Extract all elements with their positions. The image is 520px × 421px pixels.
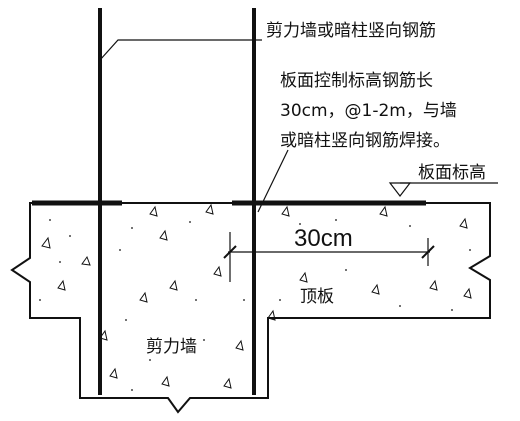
slab-level-label: 板面标高 [418, 163, 486, 183]
note-line-3: 或暗柱竖向钢筋焊接。 [280, 131, 450, 151]
slab-level-triangle [388, 182, 412, 197]
note-line-1: 板面控制标高钢筋长 [280, 71, 433, 91]
note-leader [257, 149, 289, 213]
wall-label: 剪力墙 [146, 337, 197, 357]
concrete-outline [10, 202, 491, 414]
note-line-2: 30cm，@1-2m，与墙 [280, 101, 457, 121]
dimension-label: 30cm [294, 225, 353, 252]
concrete-aggregate-marks [41, 203, 472, 389]
slab-label: 顶板 [300, 287, 334, 307]
concrete-dots [39, 219, 471, 391]
dimension-slash-left [223, 245, 237, 259]
dimension-slash-right [421, 245, 435, 259]
rebar-title-leader [99, 39, 262, 61]
rebar-title-label: 剪力墙或暗柱竖向钢筋 [266, 21, 436, 41]
